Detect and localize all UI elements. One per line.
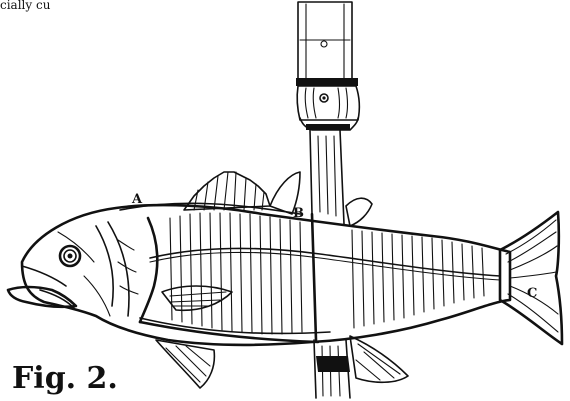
fish-body xyxy=(22,203,510,344)
label-c: C xyxy=(527,286,537,301)
cropped-text-fragment: cially cu xyxy=(0,0,51,12)
fish-head xyxy=(8,222,138,316)
figure-caption: Fig. 2. xyxy=(12,361,118,396)
label-b: B xyxy=(293,206,304,221)
label-a: A xyxy=(131,192,143,207)
